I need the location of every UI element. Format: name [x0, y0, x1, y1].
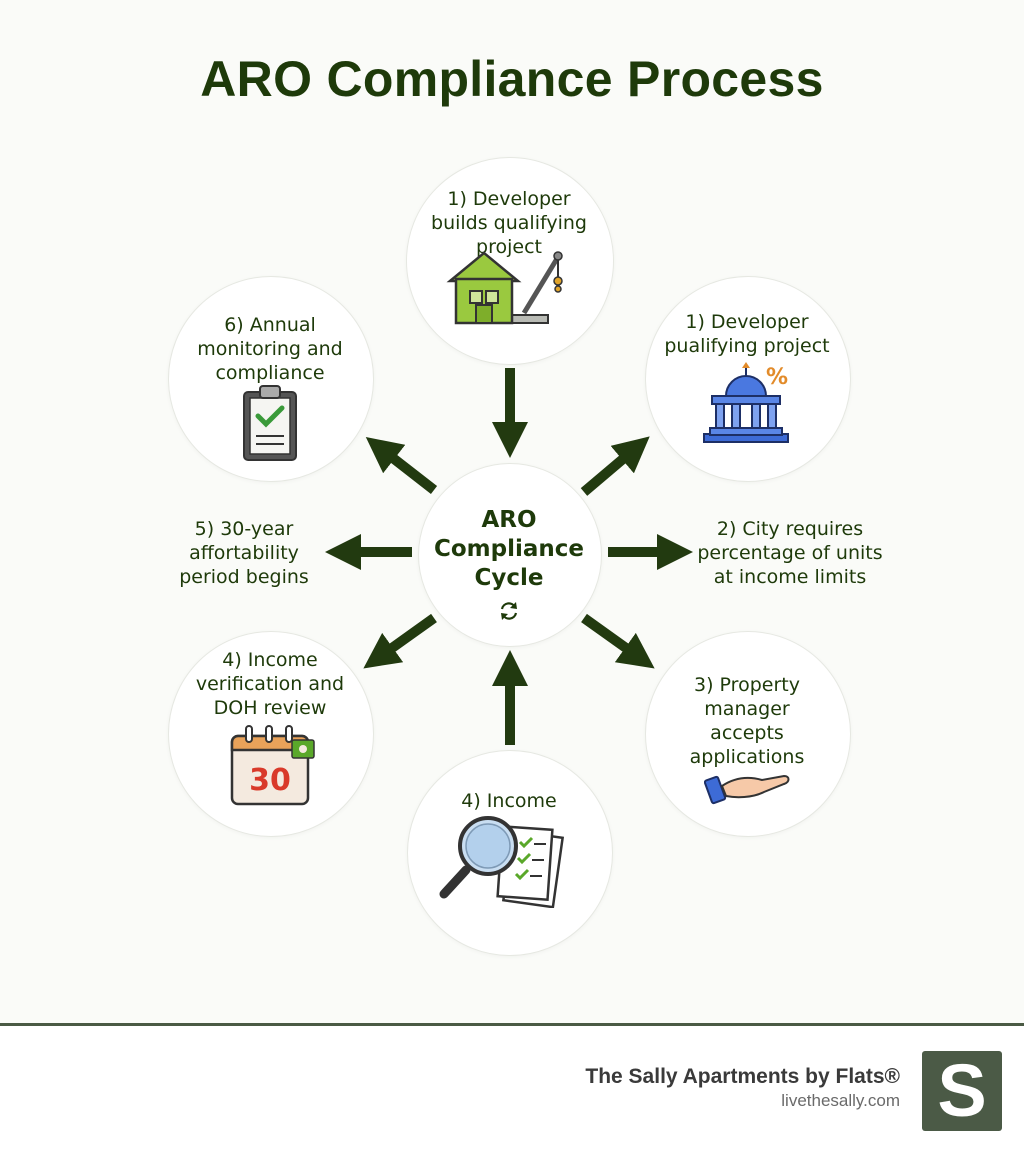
- step-1b-label: 1) Developer pualifying project: [664, 311, 830, 357]
- calendar-number: 30: [249, 763, 291, 798]
- arrow-center-to-lower-left: [363, 613, 437, 669]
- step-1-label: 1) Developer builds qualifying project: [431, 188, 587, 258]
- magnifier-checklist-icon: [439, 816, 565, 908]
- step-3-circle: [645, 631, 851, 837]
- clipboard-check-icon: [243, 385, 297, 461]
- footer-divider: [0, 1023, 1024, 1026]
- footer: [0, 1026, 1024, 1154]
- center-label: ARO Compliance Cycle: [433, 507, 584, 591]
- footer-brand: The Sally Apartments by Flats®: [585, 1065, 900, 1088]
- step-4-label: 4) Income: [461, 790, 557, 812]
- step-5-label: 5) 30-year affortability period begins: [179, 518, 309, 588]
- house-crane-icon: [446, 251, 563, 325]
- open-hand-icon: [704, 774, 790, 805]
- center-circle: [418, 463, 602, 647]
- step-4b-label: 4) Income verification and DOH review: [195, 649, 345, 719]
- brand-logo: S: [922, 1051, 1002, 1131]
- compliance-cycle-diagram: 1) Developer builds qualifying project 1…: [168, 157, 883, 956]
- page-title: ARO Compliance Process: [200, 51, 824, 107]
- arrow-center-to-upper-right: [580, 436, 650, 496]
- step-6-label: 6) Annual monitoring and compliance: [197, 314, 343, 384]
- step-1-circle: [406, 157, 614, 365]
- step-3-label: 3) Property manager accepts applications: [689, 674, 805, 768]
- arrow-center-to-upper-left: [365, 436, 438, 494]
- arrow-center-to-lower-right: [581, 613, 655, 669]
- footer-url[interactable]: livethesally.com: [781, 1091, 900, 1110]
- calendar-30-icon: 30: [230, 725, 315, 806]
- refresh-cycle-icon: [500, 602, 518, 620]
- bank-building-percent-icon: %: [703, 362, 789, 443]
- arrows-layer: [325, 368, 693, 745]
- svg-text:%: %: [766, 365, 788, 390]
- step-2-label: 2) City requires percentage of units at …: [697, 518, 883, 588]
